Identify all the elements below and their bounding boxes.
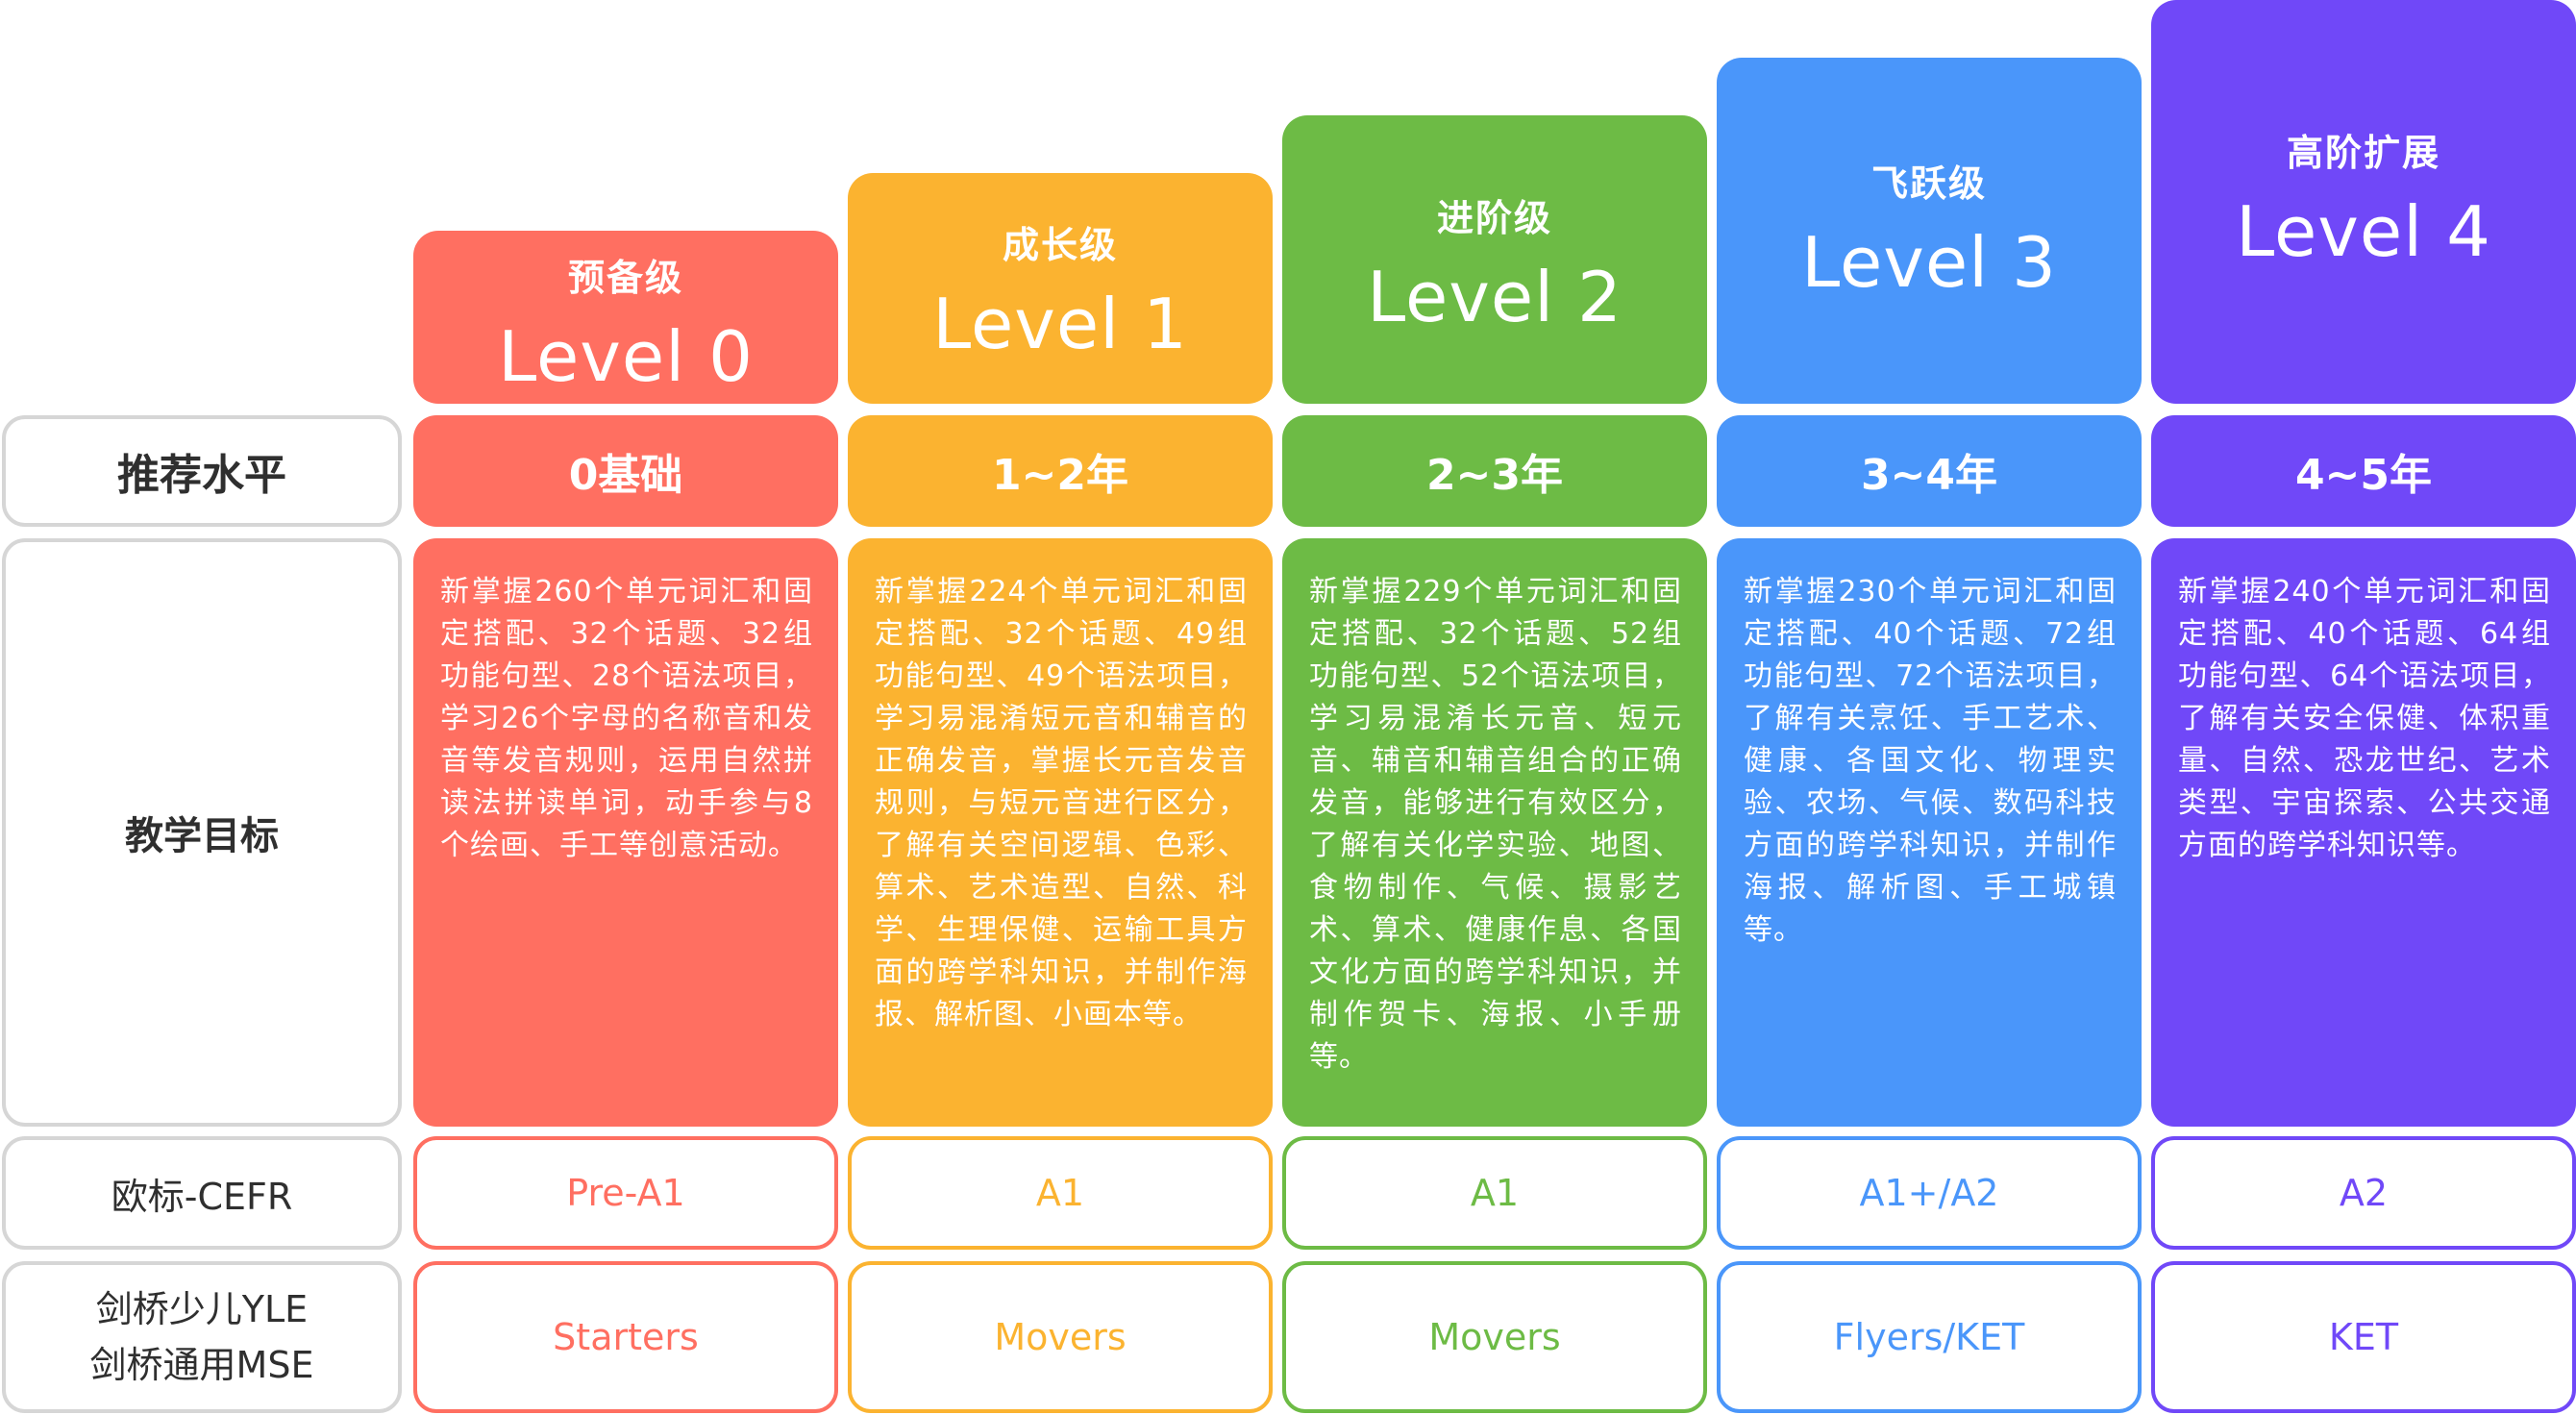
level-3-cefr-text: A1+/A2 (1859, 1172, 1999, 1214)
level-0-recommended: 0基础 (413, 415, 838, 527)
level-3-cambridge: Flyers/KET (1717, 1261, 2142, 1413)
level-1-recommended-text: 1~2年 (991, 451, 1129, 500)
level-1-cambridge-text: Movers (994, 1316, 1127, 1358)
level-4-goals: 新掌握240个单元词汇和固定搭配、40个话题、64组功能句型、64个语法项目，了… (2151, 538, 2576, 1127)
level-3-recommended-text: 3~4年 (1860, 451, 1998, 500)
level-4-header: 高阶扩展 Level 4 (2151, 0, 2576, 404)
row-label-cambridge: 剑桥少儿YLE 剑桥通用MSE (2, 1261, 402, 1413)
level-1-header: 成长级 Level 1 (848, 173, 1273, 404)
level-4-cambridge-text: KET (2328, 1316, 2399, 1358)
level-3-cambridge-text: Flyers/KET (1833, 1316, 2025, 1358)
level-1-goals: 新掌握224个单元词汇和固定搭配、32个话题、49组功能句型、49个语法项目，学… (848, 538, 1273, 1127)
level-2-goals: 新掌握229个单元词汇和固定搭配、32个话题、52组功能句型、52个语法项目，学… (1282, 538, 1707, 1127)
level-1-cefr-text: A1 (1035, 1172, 1085, 1214)
level-2-cambridge-text: Movers (1428, 1316, 1561, 1358)
row-label-recommended-text: 推荐水平 (117, 451, 286, 500)
level-1-subtitle: 成长级 (1002, 224, 1118, 266)
row-label-cambridge-line1: 剑桥少儿YLE (95, 1288, 309, 1330)
row-label-goals-text: 教学目标 (125, 814, 279, 858)
row-label-cefr: 欧标-CEFR (2, 1136, 402, 1250)
level-0-cambridge: Starters (413, 1261, 838, 1413)
level-4-recommended: 4~5年 (2151, 415, 2576, 527)
level-2-cefr-text: A1 (1470, 1172, 1520, 1214)
level-3-recommended: 3~4年 (1717, 415, 2142, 527)
level-1-title: Level 1 (932, 284, 1188, 364)
row-label-cefr-text: 欧标-CEFR (111, 1175, 293, 1218)
level-4-title: Level 4 (2236, 191, 2491, 272)
level-2-recommended-text: 2~3年 (1425, 451, 1564, 500)
level-0-cefr-text: Pre-A1 (566, 1172, 685, 1214)
level-1-recommended: 1~2年 (848, 415, 1273, 527)
level-3-header: 飞跃级 Level 3 (1717, 58, 2142, 404)
row-label-goals: 教学目标 (2, 538, 402, 1127)
level-4-cambridge: KET (2151, 1261, 2576, 1413)
level-2-subtitle: 进阶级 (1436, 197, 1552, 239)
level-2-header: 进阶级 Level 2 (1282, 115, 1707, 404)
level-3-subtitle: 飞跃级 (1870, 162, 1987, 205)
level-3-goals: 新掌握230个单元词汇和固定搭配、40个话题、72组功能句型、72个语法项目，了… (1717, 538, 2142, 1127)
level-4-cefr: A2 (2151, 1136, 2576, 1250)
level-4-recommended-text: 4~5年 (2294, 451, 2433, 500)
level-3-title: Level 3 (1801, 222, 2057, 303)
level-0-recommended-text: 0基础 (568, 451, 683, 500)
level-0-title: Level 0 (498, 316, 754, 397)
level-2-cefr: A1 (1282, 1136, 1707, 1250)
level-0-goals: 新掌握260个单元词汇和固定搭配、32个话题、32组功能句型、28个语法项目，学… (413, 538, 838, 1127)
level-2-title: Level 2 (1367, 257, 1622, 337)
level-3-cefr: A1+/A2 (1717, 1136, 2142, 1250)
level-2-cambridge: Movers (1282, 1261, 1707, 1413)
level-4-subtitle: 高阶扩展 (2286, 132, 2440, 174)
level-0-header: 预备级 Level 0 (413, 231, 838, 404)
level-4-cefr-text: A2 (2339, 1172, 2389, 1214)
level-2-recommended: 2~3年 (1282, 415, 1707, 527)
level-1-cefr: A1 (848, 1136, 1273, 1250)
level-0-cefr: Pre-A1 (413, 1136, 838, 1250)
row-label-cambridge-line2: 剑桥通用MSE (89, 1344, 314, 1386)
level-0-cambridge-text: Starters (553, 1316, 699, 1358)
level-1-cambridge: Movers (848, 1261, 1273, 1413)
row-label-recommended: 推荐水平 (2, 415, 402, 527)
level-0-subtitle: 预备级 (567, 257, 683, 299)
